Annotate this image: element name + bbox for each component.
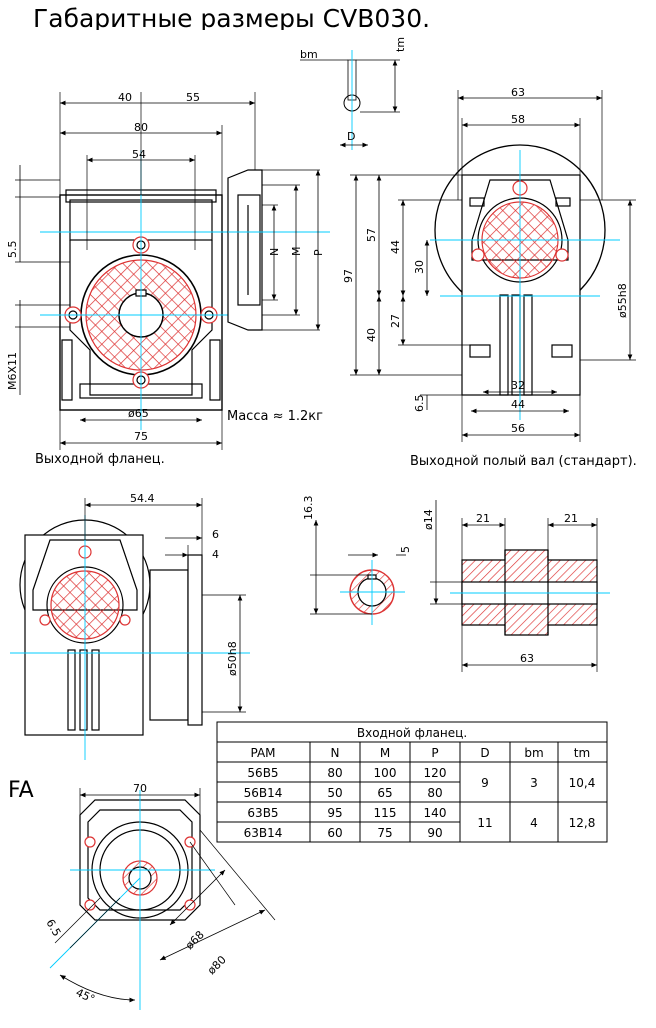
- dim-m6x11: M6X11: [6, 352, 19, 390]
- shaft-section: [310, 520, 406, 625]
- table-cell: 65: [377, 786, 392, 800]
- table-cell-tm: 10,4: [569, 776, 596, 790]
- dim-tm: tm: [394, 37, 407, 52]
- table-title: Входной фланец.: [357, 726, 467, 740]
- dim-P: P: [312, 249, 325, 256]
- table-cell: 80: [327, 766, 342, 780]
- dim-27: 27: [389, 314, 402, 328]
- dim-6-5: 6.5: [413, 395, 426, 413]
- mass-caption: Масса ≈ 1.2кг: [227, 409, 323, 424]
- table-cell-D: 11: [477, 816, 492, 830]
- dim-d65: ø65: [128, 407, 149, 420]
- dim-45deg: 45°: [74, 986, 97, 1006]
- dim-54: 54: [132, 148, 146, 161]
- table-cell: 75: [377, 826, 392, 840]
- table-cell: 63B5: [247, 806, 278, 820]
- table-header-1: N: [331, 746, 340, 760]
- dim-6-5-fa: 6.5: [43, 917, 63, 939]
- table-header-6: tm: [574, 746, 590, 760]
- table-cell: 95: [327, 806, 342, 820]
- dim-63-shaft: 63: [520, 652, 534, 665]
- dim-56: 56: [511, 422, 525, 435]
- dim-40-v: 40: [365, 328, 378, 342]
- caption-output-flange: Выходной фланец.: [35, 452, 165, 467]
- dim-D: D: [347, 130, 355, 143]
- table-cell: 90: [427, 826, 442, 840]
- key-view: [300, 50, 400, 150]
- dim-d14: ø14: [422, 509, 435, 530]
- dim-N: N: [268, 248, 281, 256]
- table-cell: 80: [427, 786, 442, 800]
- dim-d68: ø68: [183, 928, 207, 952]
- dim-58: 58: [511, 113, 525, 126]
- dim-97: 97: [342, 269, 355, 283]
- dim-30: 30: [413, 260, 426, 274]
- side-view: [227, 169, 330, 331]
- dim-54-4: 54.4: [130, 492, 155, 505]
- table-cell: 60: [327, 826, 342, 840]
- caption-hollow-shaft: Выходной полый вал (стандарт).: [410, 454, 637, 469]
- table-header-4: D: [480, 746, 489, 760]
- table-cell-bm: 4: [530, 816, 538, 830]
- shaft-view: [430, 500, 610, 672]
- table-cell-D: 9: [481, 776, 489, 790]
- dim-40: 40: [118, 91, 132, 104]
- table-cell-tm: 12,8: [569, 816, 596, 830]
- table-cell: 63B14: [244, 826, 283, 840]
- table-cell: 140: [424, 806, 447, 820]
- dim-16-3: 16.3: [302, 496, 315, 521]
- table-cell: 56B14: [244, 786, 283, 800]
- table-cell: 56B5: [247, 766, 278, 780]
- dim-70: 70: [133, 782, 147, 795]
- dim-80: 80: [134, 121, 148, 134]
- table-header-0: PAM: [250, 746, 275, 760]
- dim-5: 5: [399, 546, 412, 553]
- dim-d55h8: ø55h8: [616, 283, 629, 318]
- flange-view: [10, 498, 250, 760]
- table-cell: 120: [424, 766, 447, 780]
- dim-M: M: [290, 247, 303, 257]
- table-cell-bm: 3: [530, 776, 538, 790]
- dim-5-5: 5.5: [6, 241, 19, 259]
- fa-view: [49, 788, 276, 1010]
- dim-32: 32: [511, 379, 525, 392]
- table-cell: 100: [374, 766, 397, 780]
- dim-d80: ø80: [205, 953, 229, 977]
- dim-44-h: 44: [511, 398, 525, 411]
- dim-55: 55: [186, 91, 200, 104]
- dim-57: 57: [365, 228, 378, 242]
- dim-4: 4: [212, 548, 219, 561]
- dim-bm: bm: [300, 48, 318, 61]
- front-view: [15, 92, 256, 450]
- right-view: [350, 90, 636, 442]
- dim-63: 63: [511, 86, 525, 99]
- table-header-3: P: [431, 746, 438, 760]
- table-cell: 115: [374, 806, 397, 820]
- flange-table: [216, 721, 608, 843]
- dim-6: 6: [212, 528, 219, 541]
- caption-fa: FA: [8, 778, 34, 803]
- table-header-5: bm: [524, 746, 543, 760]
- dim-21-right: 21: [564, 512, 578, 525]
- dim-75: 75: [134, 430, 148, 443]
- table-header-2: M: [380, 746, 390, 760]
- dim-d50h8: ø50h8: [226, 641, 239, 676]
- dim-21-left: 21: [476, 512, 490, 525]
- page-title: Габаритные размеры CVB030.: [33, 4, 431, 30]
- table-cell: 50: [327, 786, 342, 800]
- dim-44-v: 44: [389, 240, 402, 254]
